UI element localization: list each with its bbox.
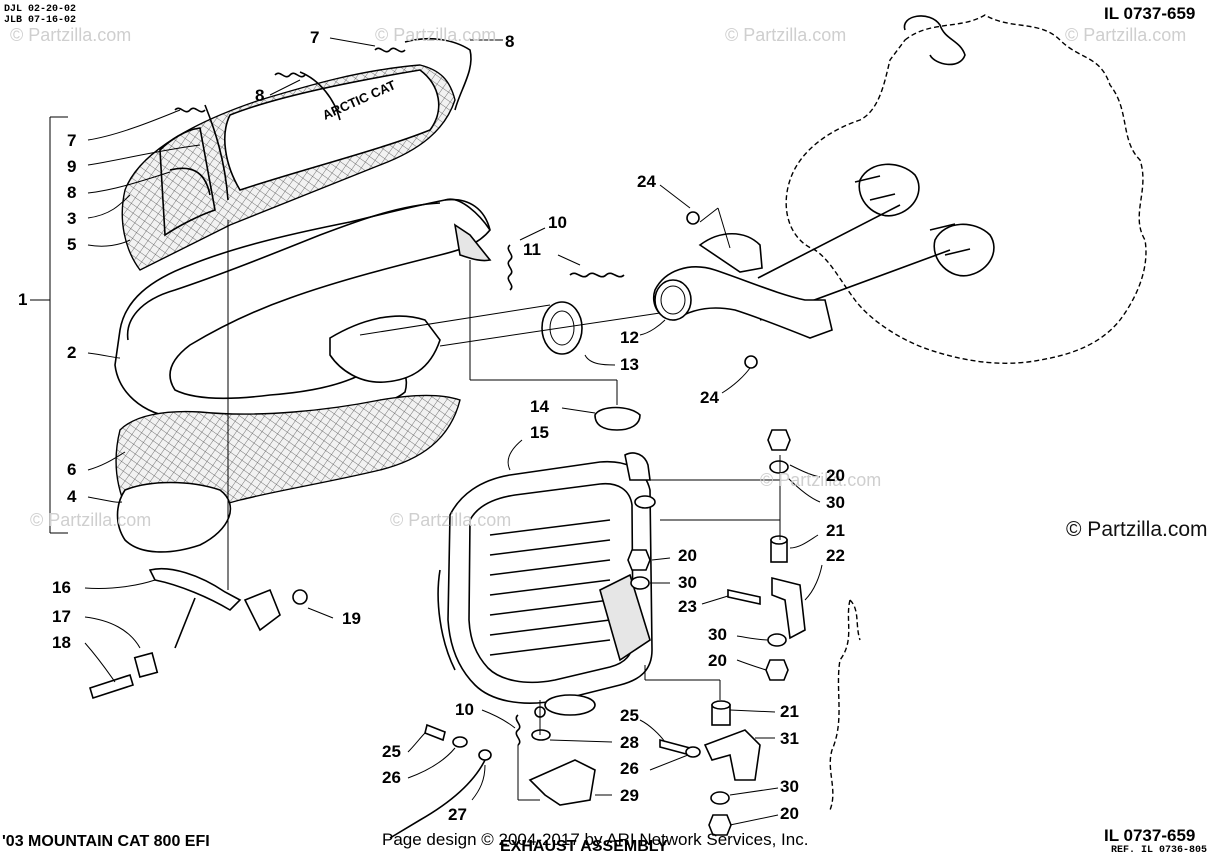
callout-19: 19: [342, 609, 361, 628]
engine-top-loop: [903, 15, 966, 66]
engine-port-ring-upper: [858, 163, 920, 217]
leader-lines: [30, 37, 823, 826]
callout-16: 16: [52, 578, 71, 597]
illustration-id-bottom: IL 0737-659: [1104, 826, 1196, 845]
illustration-id-top: IL 0737-659: [1104, 4, 1196, 23]
callout-5: 5: [67, 235, 77, 254]
callout-30: 30: [708, 625, 727, 644]
callout-25: 25: [620, 706, 639, 725]
watermark-7: © Partzilla.com: [760, 470, 882, 490]
watermark-corner: © Partzilla.com: [1066, 518, 1208, 541]
watermark-2: © Partzilla.com: [375, 25, 497, 45]
callout-28: 28: [620, 733, 639, 752]
watermark-5: © Partzilla.com: [30, 510, 152, 530]
callout-20: 20: [708, 651, 727, 670]
callout-21: 21: [826, 521, 845, 540]
grommet: [594, 406, 641, 431]
callout-30: 30: [780, 777, 799, 796]
callout-7: 7: [67, 131, 77, 150]
callout-10: 10: [455, 700, 474, 719]
callout-10: 10: [548, 213, 567, 232]
revision-line-2: JLB 07-16-02: [4, 15, 77, 26]
diagram-title: EXHAUST ASSEMBLY: [500, 838, 668, 855]
muffler: [447, 460, 653, 704]
callout-24: 24: [637, 172, 656, 191]
callout-27: 27: [448, 805, 467, 824]
callout-14: 14: [530, 397, 549, 416]
revision-line-1: DJL 02-20-02: [4, 4, 77, 15]
callout-13: 13: [620, 355, 639, 374]
callout-15: 15: [530, 423, 549, 442]
callout-20: 20: [780, 804, 799, 823]
callout-8: 8: [255, 86, 265, 105]
callout-18: 18: [52, 633, 71, 652]
callout-23: 23: [678, 597, 697, 616]
watermark-4: © Partzilla.com: [1065, 25, 1187, 45]
callout-20: 20: [678, 546, 697, 565]
reference-id: REF. IL 0736-805: [1111, 845, 1208, 856]
callout-25: 25: [382, 742, 401, 761]
callout-24: 24: [700, 388, 719, 407]
callout-20: 20: [826, 466, 845, 485]
copyright-notice: Page design © 2004-2017 by ARI Network S…: [382, 830, 809, 849]
chassis-outline: [829, 599, 851, 811]
mount-hardware-upper: [627, 429, 806, 681]
callout-26: 26: [620, 759, 639, 778]
callout-8: 8: [67, 183, 77, 202]
watermark-3: © Partzilla.com: [725, 25, 847, 45]
callout-8: 8: [505, 32, 515, 51]
hanger-bracket: [148, 567, 242, 612]
callout-29: 29: [620, 786, 639, 805]
callout-12: 12: [620, 328, 639, 347]
watermark-6: © Partzilla.com: [390, 510, 512, 530]
callout-22: 22: [826, 546, 845, 565]
model-name: '03 MOUNTAIN CAT 800 EFI: [2, 833, 210, 850]
muffler-louvres: [489, 519, 611, 656]
mount-hardware-lower: [659, 700, 761, 836]
callout-21: 21: [780, 702, 799, 721]
engine-port-ring-lower: [933, 223, 995, 277]
callout-30: 30: [826, 493, 845, 512]
callout-3: 3: [67, 209, 77, 228]
callout-11: 11: [523, 240, 541, 259]
watermark-1: © Partzilla.com: [10, 25, 132, 45]
callout-6: 6: [67, 460, 77, 479]
callout-2: 2: [67, 343, 77, 362]
callout-7: 7: [310, 28, 320, 47]
callout-9: 9: [67, 157, 77, 176]
callout-30: 30: [678, 573, 697, 592]
engine-outline: [785, 14, 1147, 364]
callout-1: 1: [18, 290, 28, 309]
callout-31: 31: [780, 729, 799, 748]
callout-4: 4: [67, 487, 77, 506]
callout-17: 17: [52, 607, 71, 626]
callout-26: 26: [382, 768, 401, 787]
